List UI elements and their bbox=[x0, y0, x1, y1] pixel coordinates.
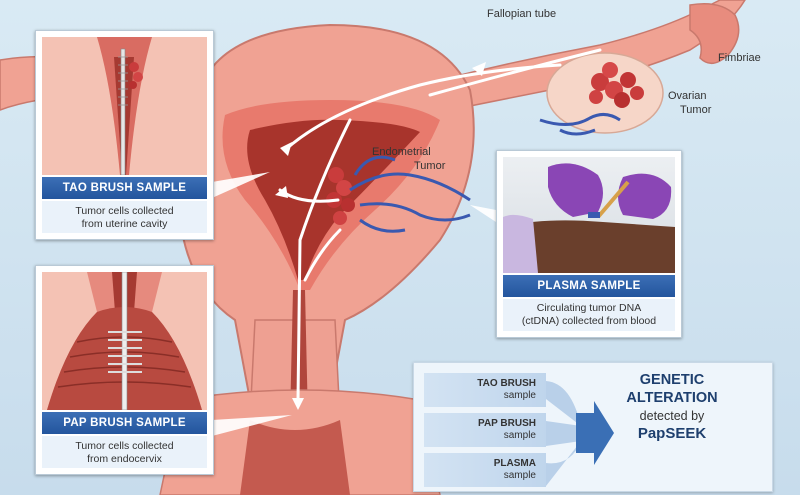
label-endometrial: Endometrial bbox=[372, 146, 431, 158]
pap-caption-line2: from endocervix bbox=[87, 453, 162, 465]
tao-brush-image bbox=[42, 37, 207, 175]
sample-plasma-sub: sample bbox=[503, 470, 536, 481]
plasma-card: PLASMA SAMPLE Circulating tumor DNA (ctD… bbox=[496, 150, 682, 338]
sample-pap-sub: sample bbox=[503, 430, 536, 441]
pap-caption-line1: Tumor cells collected bbox=[75, 440, 174, 452]
merge-arrow bbox=[546, 381, 614, 486]
tao-brush-title: TAO BRUSH SAMPLE bbox=[42, 177, 207, 199]
genetic-alteration-panel: TAO BRUSH sample PAP BRUSH sample PLASMA… bbox=[413, 362, 773, 492]
vaginal-canal bbox=[240, 420, 350, 495]
sample-pap-box: PAP BRUSH sample bbox=[424, 413, 546, 447]
pap-pointer bbox=[212, 415, 292, 436]
sample-tao-box: TAO BRUSH sample bbox=[424, 373, 546, 407]
tao-brush-caption: Tumor cells collected from uterine cavit… bbox=[42, 201, 207, 233]
label-ovarian: Ovarian bbox=[668, 90, 707, 102]
sample-tao-sub: sample bbox=[503, 390, 536, 401]
label-ovarian-tumor: Tumor bbox=[680, 104, 712, 116]
pap-brush-title: PAP BRUSH SAMPLE bbox=[42, 412, 207, 434]
tao-brush-card: TAO BRUSH SAMPLE Tumor cells collected f… bbox=[35, 30, 214, 240]
pap-brush-caption: Tumor cells collected from endocervix bbox=[42, 436, 207, 468]
result-brand: PapSEEK bbox=[637, 425, 707, 442]
tao-caption-line1: Tumor cells collected bbox=[75, 205, 174, 217]
pap-brush-card: PAP BRUSH SAMPLE Tumor cells collected f… bbox=[35, 265, 214, 475]
plasma-caption-line1: Circulating tumor DNA bbox=[536, 302, 642, 314]
label-endometrial-tumor: Tumor bbox=[414, 160, 446, 172]
sample-plasma-name: PLASMA bbox=[493, 458, 536, 469]
result-line1: GENETIC bbox=[639, 372, 705, 388]
arrow-heads bbox=[275, 62, 486, 410]
result-line3: detected by bbox=[639, 409, 705, 423]
result-line2: ALTERATION bbox=[626, 390, 718, 406]
tao-caption-line2: from uterine cavity bbox=[81, 218, 168, 230]
plasma-image bbox=[503, 157, 675, 273]
tao-pointer bbox=[212, 172, 270, 198]
sample-tao-name: TAO BRUSH bbox=[477, 378, 536, 389]
pap-brush-image bbox=[42, 272, 207, 410]
label-fimbriae: Fimbriae bbox=[718, 52, 761, 64]
plasma-title: PLASMA SAMPLE bbox=[503, 275, 675, 297]
genetic-result-text: GENETIC ALTERATION detected by PapSEEK bbox=[612, 371, 732, 443]
ovarian-vessels bbox=[539, 113, 621, 136]
sample-plasma-box: PLASMA sample bbox=[424, 453, 546, 487]
ovary bbox=[546, 52, 664, 134]
ovarian-tumor-cells bbox=[589, 62, 644, 108]
fimbriae bbox=[689, 3, 740, 64]
plasma-caption-line2: (ctDNA) collected from blood bbox=[521, 315, 657, 327]
endometrial-vessels bbox=[349, 155, 471, 233]
sample-pap-name: PAP BRUSH bbox=[478, 418, 536, 429]
plasma-pointer bbox=[470, 205, 496, 222]
label-fallopian-tube: Fallopian tube bbox=[487, 8, 557, 20]
plasma-caption: Circulating tumor DNA (ctDNA) collected … bbox=[503, 299, 675, 331]
endometrial-tumor-cells bbox=[326, 167, 355, 225]
